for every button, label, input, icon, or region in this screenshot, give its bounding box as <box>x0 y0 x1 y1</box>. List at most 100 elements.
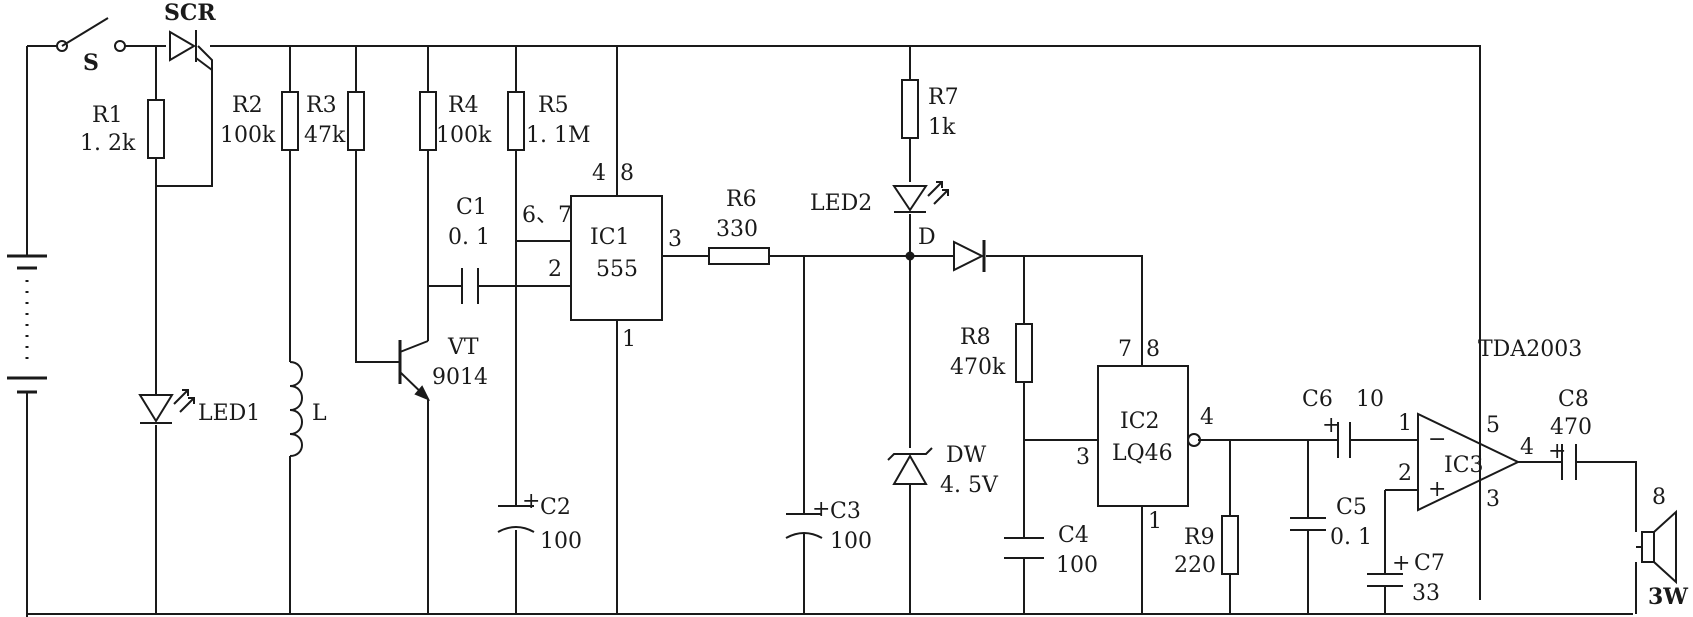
c7-wire <box>1384 489 1418 614</box>
r1-value: 1. 2k <box>80 131 136 156</box>
battery <box>7 254 47 394</box>
c8-value: 470 <box>1550 415 1592 440</box>
ic3-body <box>1417 412 1521 512</box>
junctions <box>905 251 915 261</box>
c2-value: 100 <box>540 529 582 554</box>
ic1-pin-trig: 2 <box>548 257 562 282</box>
r7-body <box>901 79 919 139</box>
ic3-out-wire <box>1518 461 1637 614</box>
diode-wire <box>910 255 1143 366</box>
c7-polarity: + <box>1392 551 1410 576</box>
r6-value: 330 <box>716 217 758 242</box>
zener-symbol <box>887 447 933 485</box>
c1-value: 0. 1 <box>448 225 490 250</box>
transistor-name: VT <box>447 335 479 360</box>
led1-label: LED1 <box>198 401 260 426</box>
node-d-label: D <box>918 225 936 250</box>
c2-polarity: + <box>522 489 540 514</box>
r4-value: 100k <box>436 123 492 148</box>
inductor-symbol <box>289 361 303 457</box>
c5-name: C5 <box>1336 495 1367 520</box>
c3-plate <box>785 532 823 539</box>
speaker-impedance: 8 <box>1652 485 1666 510</box>
ic3-plus: + <box>1428 477 1446 502</box>
ic2-output-bubble <box>1187 433 1201 447</box>
c5-value: 0. 1 <box>1330 525 1372 550</box>
zener-name: DW <box>946 443 987 468</box>
r9-body <box>1221 515 1239 575</box>
r8-branch-wire <box>1023 256 1098 614</box>
ic2-body <box>1097 365 1189 507</box>
c8-name: C8 <box>1558 387 1589 412</box>
r9-value: 220 <box>1174 553 1216 578</box>
ic2-pin-out: 4 <box>1200 405 1214 430</box>
c3-value: 100 <box>830 529 872 554</box>
r8-body <box>1015 323 1033 383</box>
r5-body <box>507 91 525 151</box>
c1-name: C1 <box>456 195 487 220</box>
transistor-symbol <box>398 340 431 401</box>
ic2-part: LQ46 <box>1112 441 1173 466</box>
r1-name: R1 <box>92 103 123 128</box>
transistor-part: 9014 <box>432 365 488 390</box>
resistors <box>147 79 1239 575</box>
c8-polarity: + <box>1548 439 1566 464</box>
ic3-pin-noninv: 2 <box>1398 461 1412 486</box>
led2-symbol <box>892 181 949 213</box>
ic2-pin-gnd: 1 <box>1148 509 1162 534</box>
c7-name: C7 <box>1414 551 1445 576</box>
c4-name: C4 <box>1058 523 1089 548</box>
r6-name: R6 <box>726 187 757 212</box>
r2-value: 100k <box>220 123 276 148</box>
ic1-pin-top: 4 8 <box>592 161 634 186</box>
c3-polarity: + <box>812 497 830 522</box>
r4-name: R4 <box>448 93 479 118</box>
scr-label: SCR <box>164 0 216 26</box>
led1-symbol <box>138 389 195 424</box>
diode-symbol <box>953 240 986 272</box>
r5-name: R5 <box>538 93 569 118</box>
ic2-pin-top: 7 8 <box>1118 337 1160 362</box>
capacitors <box>461 268 1577 587</box>
ic3-part: TDA2003 <box>1478 337 1582 362</box>
r7-name: R7 <box>928 85 959 110</box>
r5-value: 1. 1M <box>526 123 591 148</box>
r1-branch-wire <box>155 45 213 614</box>
inductor-label: L <box>312 401 327 426</box>
r9-name: R9 <box>1184 525 1215 550</box>
scr-symbol <box>169 30 213 71</box>
junction-dot <box>905 251 915 261</box>
switch-label: S <box>83 50 99 76</box>
zener-value: 4. 5V <box>940 473 999 498</box>
led2-label: LED2 <box>810 191 872 216</box>
c2-name: C2 <box>540 495 571 520</box>
r3-branch-wire <box>355 46 400 363</box>
r2-body <box>281 91 299 151</box>
speaker-power: 3W <box>1648 584 1688 610</box>
c6-value: 10 <box>1356 387 1384 412</box>
c2-plate <box>497 526 535 533</box>
ic3-minus: − <box>1428 427 1446 452</box>
r1-body <box>147 99 165 159</box>
r4-body <box>419 91 437 151</box>
ic3-pin-gnd: 3 <box>1486 487 1500 512</box>
r8-value: 470k <box>950 355 1006 380</box>
ic3-pin-inv: 1 <box>1398 411 1412 436</box>
switch-s <box>56 17 126 52</box>
c6-polarity: + <box>1322 413 1340 438</box>
c4-value: 100 <box>1056 553 1098 578</box>
ic1-pin-gnd: 1 <box>622 327 636 352</box>
ic3-pin-vcc: 5 <box>1486 413 1500 438</box>
c6-name: C6 <box>1302 387 1333 412</box>
c7-value: 33 <box>1412 581 1440 606</box>
r2-name: R2 <box>232 93 263 118</box>
ic1-name: IC1 <box>590 225 630 250</box>
r3-value: 47k <box>304 123 346 148</box>
r5-branch-wire <box>515 46 571 614</box>
ic1-pin-trig-thr: 6、7 <box>522 203 572 228</box>
ic2-name: IC2 <box>1120 409 1160 434</box>
ic3-name: IC3 <box>1444 453 1484 478</box>
ic3-pin-out: 4 <box>1520 435 1534 460</box>
r3-body <box>347 91 365 151</box>
